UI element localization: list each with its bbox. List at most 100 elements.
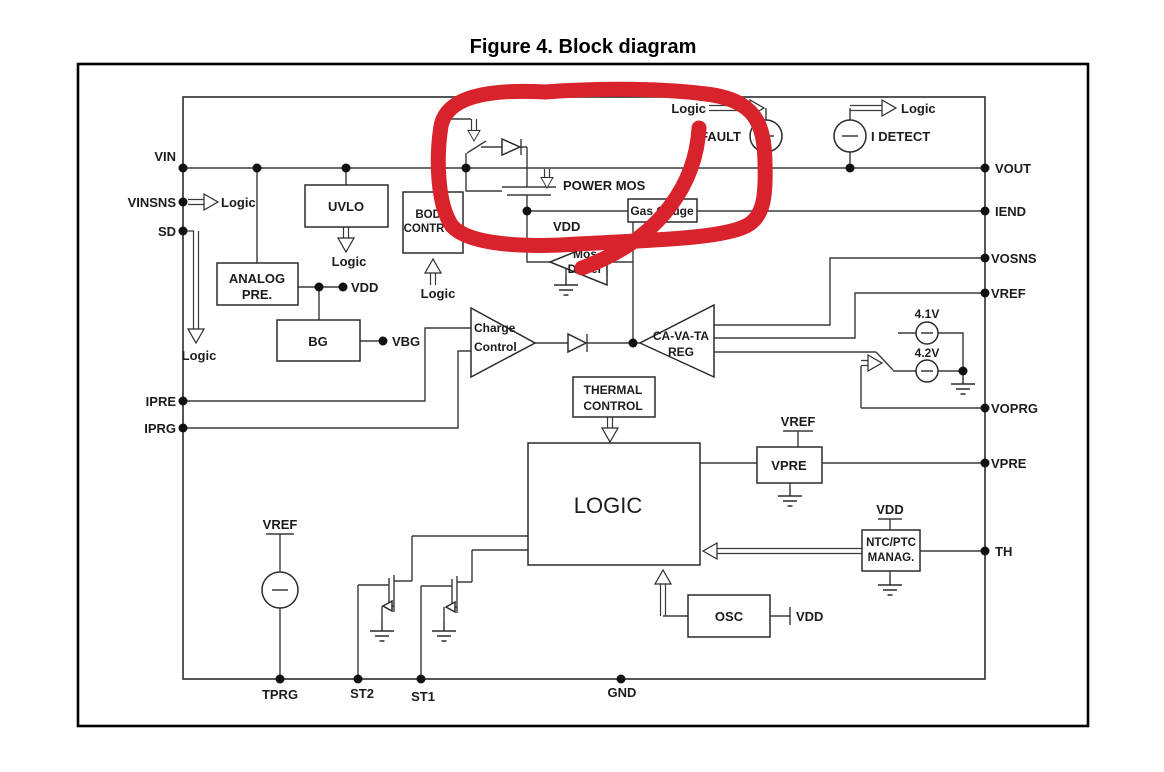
shaft-ntc-logic: [716, 547, 862, 555]
label-logic-body: Logic: [421, 286, 456, 301]
shaft-idetect-logic: [850, 104, 883, 112]
label-logic-ifault: Logic: [671, 101, 706, 116]
thermal-control-block: [572, 376, 656, 418]
label-logic-idetect: Logic: [901, 101, 936, 116]
pin-vout: VOUT: [995, 161, 1031, 176]
label-idetect: I DETECT: [871, 129, 930, 144]
arrow-voprg-switch-icon: [867, 354, 883, 372]
wire-switch-lever-powermos: [465, 140, 487, 168]
analog-pre-label-2: PRE.: [242, 287, 272, 302]
label-vref-vpre: VREF: [781, 414, 816, 429]
pin-vosns: VOSNS: [991, 251, 1037, 266]
shaft-vinsns-logic: [188, 198, 205, 206]
arrow-body-logic-icon: [424, 258, 442, 274]
charge-control-label-2: Control: [474, 340, 517, 354]
ground-st2-icon: [369, 621, 395, 642]
st1-body-arrow-icon: [444, 600, 456, 614]
ground-42v-icon: [950, 374, 976, 395]
shaft-uvlo-logic: [342, 227, 350, 239]
label-vdd-ntc: VDD: [876, 502, 903, 517]
ntc-ptc-label-1: NTC/PTC: [866, 537, 916, 549]
thermal-control-label-2: CONTROL: [583, 399, 642, 413]
wire-switch-pole: [714, 351, 894, 371]
ground-mos-driver-icon: [553, 275, 579, 296]
pin-vref: VREF: [991, 286, 1026, 301]
bg-label: BG: [308, 334, 328, 349]
ntc-ptc-label-2: MANAG.: [868, 552, 915, 564]
wire-powermos-bars: [502, 147, 556, 211]
thermal-control-label-1: THERMAL: [584, 383, 643, 397]
cavata-reg-amp: [638, 303, 715, 379]
wire-osc: [663, 607, 791, 625]
junction-dots: [178, 163, 990, 684]
pin-vin: VIN: [154, 149, 176, 164]
ground-st1-icon: [431, 621, 457, 642]
charge-control-label-1: Charge: [474, 321, 516, 335]
wire-powermos-gate: [465, 168, 502, 192]
shaft-sd-logic: [183, 230, 200, 330]
wire-ntc: [878, 518, 985, 576]
arrow-ntc-logic-icon: [702, 542, 718, 560]
arrow-switch-top-icon: [467, 130, 481, 142]
pin-vpre: VPRE: [991, 456, 1027, 471]
cavata-reg-label-1: CA-VA-TA: [653, 329, 710, 343]
shaft-body-logic: [429, 272, 437, 285]
logic-label: LOGIC: [574, 493, 643, 518]
wire-ipre-input: [183, 327, 471, 402]
pin-th: TH: [995, 544, 1012, 559]
pin-iend: IEND: [995, 204, 1026, 219]
wire-vosns: [714, 257, 985, 326]
label-42v: 4.2V: [915, 346, 940, 360]
red-highlight-annotation: [430, 81, 773, 276]
label-power-mos: POWER MOS: [563, 178, 646, 193]
logic-block: [527, 442, 701, 566]
osc-label: OSC: [715, 609, 744, 624]
arrow-sd-logic-icon: [187, 328, 205, 344]
shaft-osc-logic: [659, 583, 667, 616]
wire-st2-transistor: [357, 535, 528, 679]
st2-body-arrow-icon: [381, 599, 393, 613]
analog-pre-block: [216, 262, 299, 306]
bypass-diode-symbol: [501, 137, 522, 157]
osc-block: [687, 594, 771, 638]
wire-41v-42v: [893, 332, 964, 375]
arrow-thermal-logic-icon: [601, 427, 619, 443]
arrow-idetect-logic-icon: [881, 99, 897, 117]
cavata-reg-label-2: REG: [668, 345, 694, 359]
wire-vref-out: [714, 292, 985, 339]
label-vdd-mos: VDD: [553, 219, 580, 234]
pin-st1: ST1: [411, 689, 435, 704]
label-logic-sd: Logic: [182, 348, 217, 363]
bg-block: [276, 319, 361, 362]
pin-iprg: IPRG: [144, 421, 176, 436]
wire-st1-transistor: [420, 549, 528, 679]
pin-ipre: IPRE: [146, 394, 177, 409]
pin-vinsns: VINSNS: [128, 195, 177, 210]
wire-vref-source: [266, 533, 294, 679]
label-vref-source: VREF: [263, 517, 298, 532]
uvlo-label: UVLO: [328, 199, 364, 214]
vpre-block-label: VPRE: [771, 458, 807, 473]
pin-sd: SD: [158, 224, 176, 239]
label-vbg: VBG: [392, 334, 420, 349]
ground-ntc-icon: [877, 575, 903, 596]
uvlo-block: [304, 184, 389, 228]
charge-control-amp: [470, 306, 537, 379]
arrow-osc-logic-icon: [654, 569, 672, 585]
figure-title: Figure 4. Block diagram: [470, 36, 697, 58]
arrow-vinsns-logic-icon: [203, 193, 219, 211]
pin-st2: ST2: [350, 686, 374, 701]
label-logic-uvlo: Logic: [332, 254, 367, 269]
label-logic-vinsns: Logic: [221, 195, 256, 210]
pin-gnd: GND: [608, 685, 637, 700]
charge-diode-symbol: [567, 332, 588, 354]
shaft-powermos-arrow: [543, 169, 551, 177]
label-41v: 4.1V: [915, 307, 940, 321]
ground-vpre-icon: [777, 486, 803, 507]
vpre-block: [756, 446, 823, 484]
wire-voprg: [860, 366, 985, 409]
figure-frame: [76, 62, 1090, 728]
arrow-uvlo-logic-icon: [337, 237, 355, 253]
